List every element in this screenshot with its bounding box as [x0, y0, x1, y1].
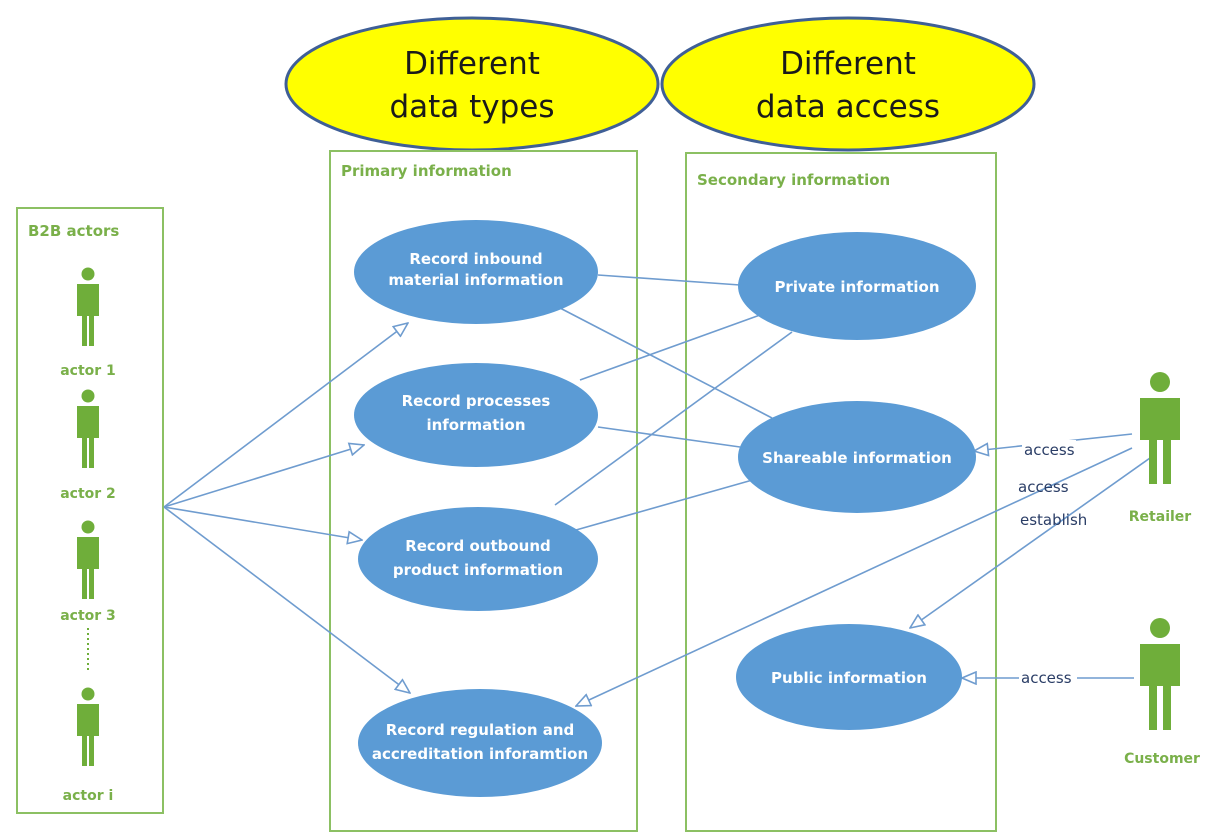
usecase-inbound-line2: material information: [388, 271, 563, 289]
usecase-private-information: Private information: [738, 232, 976, 340]
secondary-information-title: Secondary information: [697, 171, 890, 189]
actor-2-label: actor 2: [60, 486, 116, 502]
usecase-outbound-line1: Record outbound: [405, 537, 551, 555]
retailer-icon: [1140, 372, 1180, 484]
header-different-data-types: Different data types: [284, 16, 660, 152]
usecase-outbound-line2: product information: [393, 561, 563, 579]
connections: [163, 274, 1151, 706]
b2b-actor-figures: [77, 267, 99, 766]
edge-actors-inbound: [163, 323, 408, 508]
usecase-record-regulation: Record regulation and accreditation info…: [358, 689, 602, 797]
header-different-data-access: Different data access: [660, 16, 1036, 152]
edge-actors-regulation: [163, 506, 410, 693]
edge-inbound-shareable: [559, 307, 773, 419]
label-retailer-regulation: access: [1018, 478, 1069, 496]
b2b-actors-title: B2B actors: [28, 222, 119, 240]
actor-3-label: actor 3: [60, 608, 116, 624]
usecase-shareable-information: Shareable information: [738, 401, 976, 513]
header-types-line2: data types: [389, 89, 554, 125]
header-types-line1: Different: [404, 46, 540, 82]
usecase-public-label: Public information: [771, 669, 927, 687]
usecase-inbound-line1: Record inbound: [409, 250, 542, 268]
usecase-processes-line2: information: [426, 416, 525, 434]
label-customer-public: access: [1021, 669, 1072, 687]
actor-1-label: actor 1: [60, 363, 116, 379]
actor-1-icon: [77, 267, 99, 346]
label-retailer-shareable: access: [1024, 441, 1075, 459]
customer-icon: [1140, 618, 1180, 730]
edge-processes-shareable: [597, 426, 741, 448]
primary-information-box: [329, 150, 638, 832]
customer-label: Customer: [1124, 751, 1200, 767]
edge-actors-outbound: [163, 506, 362, 540]
usecase-record-outbound: Record outbound product information: [358, 507, 598, 611]
edge-actors-processes: [163, 445, 364, 508]
header-access-line1: Different: [780, 46, 916, 82]
secondary-information-box: [685, 152, 997, 832]
usecase-shareable-label: Shareable information: [762, 449, 952, 467]
actor-i-label: actor i: [63, 788, 114, 804]
edge-inbound-private: [597, 274, 741, 286]
actor-i-icon: [77, 687, 99, 766]
retailer-label: Retailer: [1129, 509, 1192, 525]
edge-retailer-public: [910, 457, 1151, 628]
actor-3-icon: [77, 520, 99, 599]
usecase-private-label: Private information: [774, 278, 939, 296]
primary-information-title: Primary information: [341, 162, 512, 180]
usecase-processes-line1: Record processes: [402, 392, 551, 410]
edge-outbound-shareable: [575, 478, 757, 531]
edge-retailer-regulation: [576, 447, 1133, 706]
header-access-line2: data access: [756, 89, 940, 125]
usecase-record-inbound: Record inbound material information: [354, 220, 598, 324]
usecase-regulation-line1: Record regulation and: [386, 721, 575, 739]
b2b-actors-box: [16, 207, 164, 814]
usecase-regulation-line2: accreditation inforamtion: [372, 745, 588, 763]
label-retailer-public: establish: [1020, 511, 1087, 529]
usecase-record-processes: Record processes information: [354, 363, 598, 467]
edge-processes-private: [579, 314, 761, 381]
usecase-public-information: Public information: [736, 624, 962, 730]
actor-2-icon: [77, 389, 99, 468]
edge-outbound-private: [554, 331, 793, 506]
